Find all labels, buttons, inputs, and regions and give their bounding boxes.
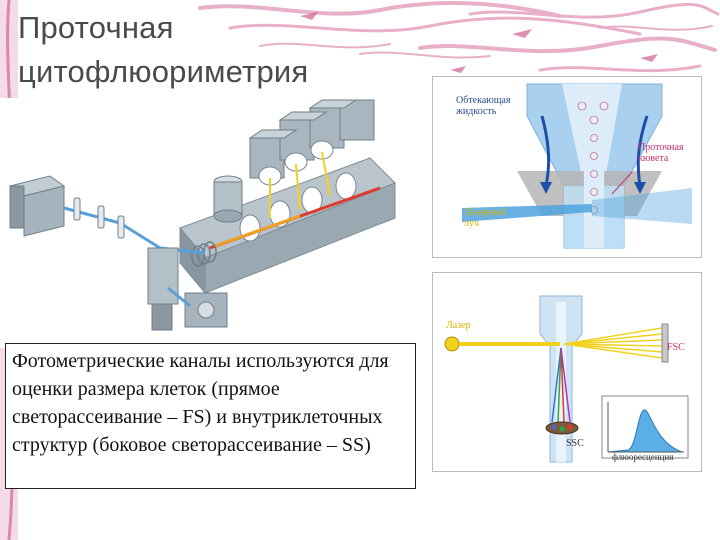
ssc-label: SSC <box>566 438 584 449</box>
header-decoration <box>198 0 720 73</box>
laser-beam-label-line-2: луч <box>464 218 480 229</box>
histogram-axis-label: флюоресценция <box>612 452 674 462</box>
sheath-fluid-label: Обтекающая жидкость <box>456 95 510 117</box>
flow-cuvette-label-line-1: Проточная <box>638 142 684 153</box>
title-line-1: Проточная <box>18 10 174 45</box>
scatter-detection-diagram <box>432 272 702 472</box>
flow-cuvette-label-line-2: кювета <box>638 153 669 164</box>
sheath-fluid-label-line-1: Обтекающая <box>456 95 511 106</box>
caption-box: Фотометрические каналы используются для … <box>5 343 416 489</box>
page-title: Проточная цитофлюориметрия <box>18 6 378 94</box>
fsc-label: FSC <box>667 342 685 353</box>
sheath-fluid-label-line-2: жидкость <box>456 106 497 117</box>
laser-label: Лазер <box>446 320 471 331</box>
title-line-2: цитофлюориметрия <box>18 54 309 89</box>
laser-beam-label-line-1: Лазерный <box>464 207 507 218</box>
flow-cell-diagram <box>432 76 702 258</box>
laser-beam-label: Лазерный луч <box>464 207 506 229</box>
cytometer-apparatus-illustration <box>0 98 430 348</box>
flow-cuvette-label: Проточная кювета <box>638 142 684 164</box>
